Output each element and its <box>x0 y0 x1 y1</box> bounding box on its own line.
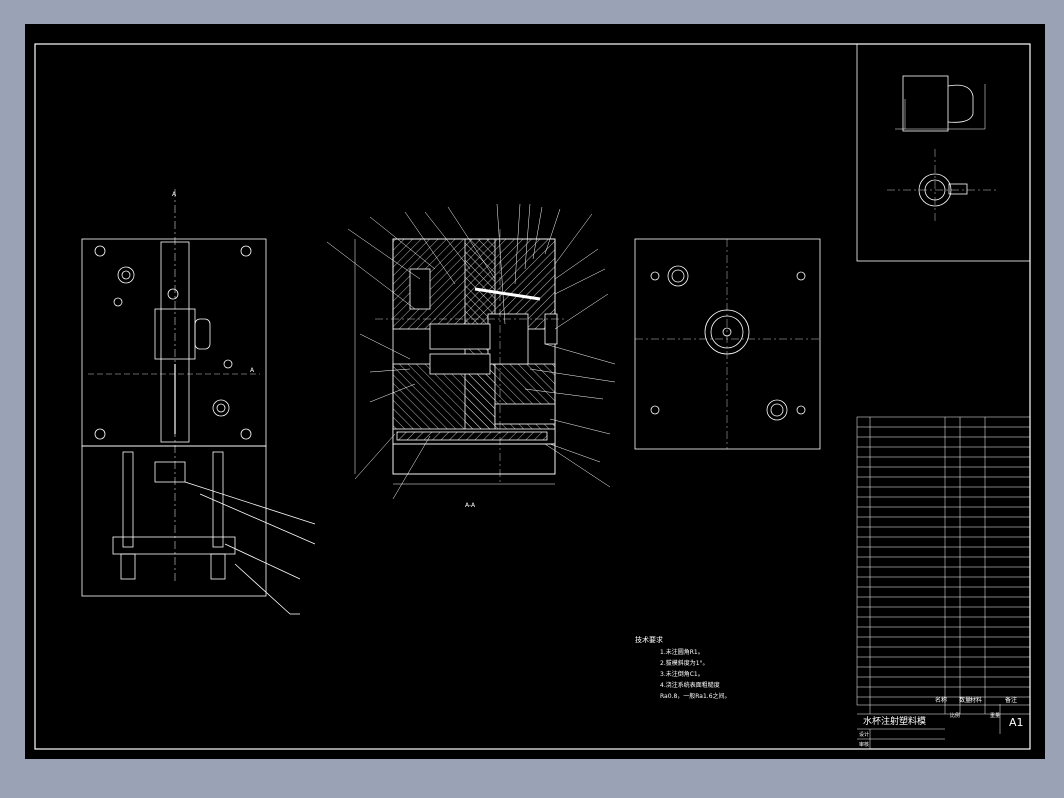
left-side-view <box>81 189 316 615</box>
technical-notes: 技术要求 1.未注圆角R1。 2.拔模斜度为1°。 3.未注倒角C1。 4.浇注… <box>635 635 731 700</box>
sheet-size: A1 <box>1009 716 1024 729</box>
notes-line: 3.未注倒角C1。 <box>660 670 704 678</box>
notes-line: 1.未注圆角R1。 <box>660 648 704 656</box>
col-header-note: 备注 <box>1005 696 1017 704</box>
part-detail-box <box>856 43 1031 262</box>
weight-label: 重量 <box>990 712 1000 719</box>
col-header-name: 名称 <box>935 696 947 704</box>
col-header-material: 材料 <box>970 696 982 704</box>
section-view-a-a <box>354 229 565 485</box>
right-plan-view <box>634 238 821 450</box>
drawing-frame <box>34 43 1031 750</box>
parts-list-table <box>856 416 1031 750</box>
section-label: A-A <box>465 502 476 509</box>
drawing-sheet: A A <box>25 24 1045 759</box>
section-marker-side: A <box>250 367 255 374</box>
scale-label: 比例 <box>950 712 960 719</box>
notes-line: Ra0.8，一般Ra1.6之间。 <box>660 692 731 700</box>
cad-drawing: A A <box>34 43 1031 750</box>
notes-line: 2.拔模斜度为1°。 <box>660 659 709 667</box>
notes-line: 4.浇注系统表面粗糙度 <box>660 681 720 689</box>
checked-label: 审核 <box>859 741 869 748</box>
section-marker-top: A <box>172 191 177 198</box>
col-header-qty: 数量 <box>959 696 971 704</box>
section-leaders <box>326 203 616 500</box>
notes-heading: 技术要求 <box>635 635 663 644</box>
drawing-title: 水杯注射塑料模 <box>863 715 926 727</box>
drawn-label: 设计 <box>859 731 869 738</box>
